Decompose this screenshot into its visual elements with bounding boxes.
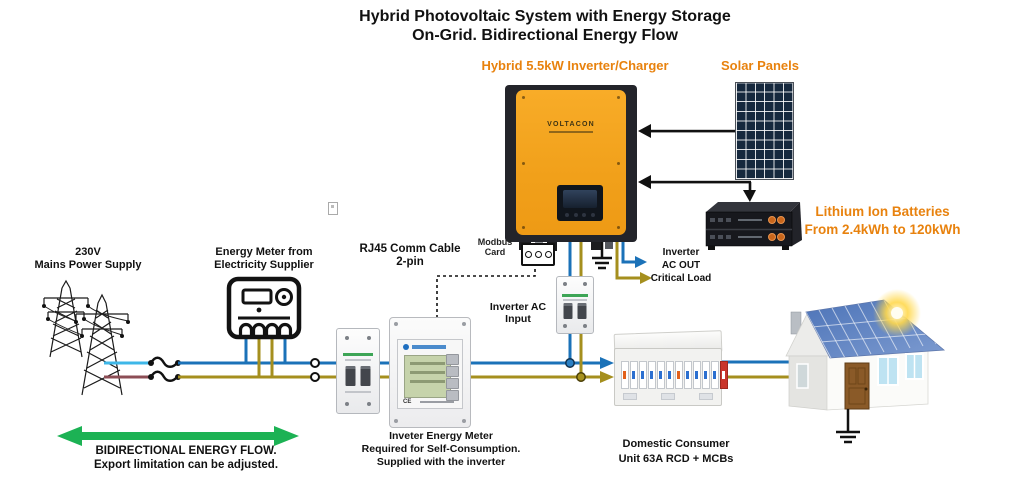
inverter-ac-input-breaker	[556, 276, 594, 334]
bidirectional-flow-caption: BIDIRECTIONAL ENERGY FLOW. Export limita…	[93, 445, 279, 471]
inverter-earth-icon	[592, 240, 612, 270]
pylon-towers-icon	[42, 279, 130, 396]
inverter-front-panel: VOLTACON	[516, 90, 626, 235]
rj45-comm-cable-line	[436, 263, 536, 318]
inverter-brand-subtext	[549, 131, 593, 133]
house-icon	[785, 289, 946, 444]
meter-lcd	[404, 355, 451, 398]
bidirectional-flow-arrow	[57, 426, 299, 446]
solar-panel-icon	[735, 82, 794, 180]
meter-button	[446, 354, 459, 365]
inverter-label: Hybrid 5.5kW Inverter/Charger	[481, 58, 669, 73]
ac-out-label: Inverter AC OUT Critical Load	[650, 247, 712, 284]
fuse-links-icon	[148, 356, 181, 382]
pv-battery-arrows	[638, 124, 756, 202]
battery-rack-icon	[705, 202, 802, 250]
consumer-unit-body	[614, 348, 728, 406]
modbus-card	[521, 243, 555, 266]
hybrid-inverter: VOLTACON	[505, 85, 637, 251]
ac-input-label: Inverter AC Input	[489, 301, 547, 325]
mains-supply-label: 230V Mains Power Supply	[34, 246, 142, 271]
mains-wires	[104, 361, 151, 379]
inverter-brand-text: VOLTACON	[547, 121, 595, 128]
inverter-ac-out-arrows	[615, 241, 652, 284]
house-feed-wires	[720, 360, 795, 379]
modbus-card-label: Modbus Card	[477, 237, 513, 257]
meter-button	[446, 378, 459, 389]
inverter-energy-meter: CE	[389, 317, 471, 428]
battery-label: Lithium Ion Batteries From 2.4kWh to 120…	[804, 204, 961, 237]
inverter-lcd-screen	[557, 185, 603, 221]
meter-faceplate: CE	[397, 339, 463, 409]
consumer-unit-caption: Domestic Consumer Unit 63A RCD + MCBs	[618, 438, 734, 465]
grid-isolator-breaker	[336, 328, 380, 414]
solar-panels-label: Solar Panels	[720, 58, 800, 73]
meter-button	[446, 366, 459, 377]
consumer-unit	[613, 330, 728, 406]
meter-button	[446, 390, 459, 401]
supplier-energy-meter-icon	[226, 276, 302, 340]
comm-cable-label: RJ45 Comm Cable 2-pin	[359, 243, 461, 268]
meter-brand-mark	[403, 344, 446, 350]
mcb-row	[621, 361, 728, 389]
broken-image-artifact	[328, 202, 338, 215]
title-line1: Hybrid Photovoltaic System with Energy S…	[359, 8, 731, 25]
supplier-meter-label: Energy Meter from Electricity Supplier	[214, 246, 314, 271]
house-earth-icon	[836, 409, 860, 444]
supplier-meter-wires	[244, 337, 320, 382]
page-title: Hybrid Photovoltaic System with Energy S…	[250, 7, 840, 45]
inverter-meter-caption: Inveter Energy Meter Required for Self-C…	[361, 430, 521, 468]
title-line2: On-Grid. Bidirectional Energy Flow	[412, 27, 678, 44]
ce-mark: CE	[403, 399, 412, 405]
